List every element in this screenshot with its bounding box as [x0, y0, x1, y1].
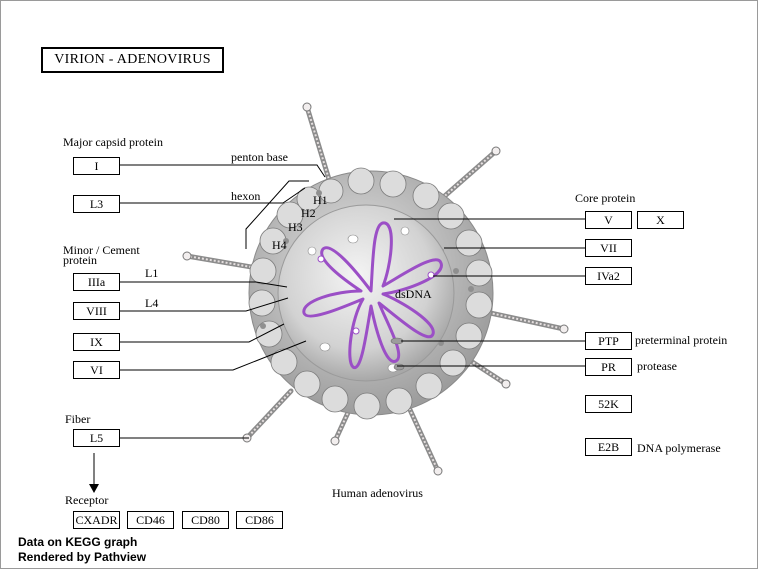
dna-polymerase-label: DNA polymerase [637, 441, 721, 455]
gene-box-52k[interactable]: 52K [585, 395, 632, 413]
hexon-label: hexon [231, 189, 261, 203]
fiber-label: Fiber [65, 412, 91, 426]
receptor-arrowhead [89, 484, 99, 493]
protease-label: protease [637, 359, 677, 373]
gene-box-pr[interactable]: PR [585, 358, 632, 376]
gene-box-viii[interactable]: VIII [73, 302, 120, 320]
gene-box-l3[interactable]: L3 [73, 195, 120, 213]
gene-box-iva2[interactable]: IVa2 [585, 267, 632, 285]
gene-box-iiia[interactable]: IIIa [73, 273, 120, 291]
footer-rendered-by: Rendered by Pathview [18, 550, 147, 564]
penton-base-label: penton base [231, 150, 288, 164]
human-adenovirus-label: Human adenovirus [332, 486, 423, 500]
dsdna-label: dsDNA [395, 287, 432, 301]
gene-box-vii[interactable]: VII [585, 239, 632, 257]
h4-label: H4 [272, 238, 287, 252]
h1-label: H1 [313, 193, 328, 207]
gene-box-cd86[interactable]: CD86 [236, 511, 283, 529]
gene-box-e2b[interactable]: E2B [585, 438, 632, 456]
gene-box-ix[interactable]: IX [73, 333, 120, 351]
pathway-title: VIRION - ADENOVIRUS [41, 47, 224, 73]
h3-label: H3 [288, 220, 303, 234]
gene-box-cd80[interactable]: CD80 [182, 511, 229, 529]
gene-box-vi[interactable]: VI [73, 361, 120, 379]
core-protein-label: Core protein [575, 191, 636, 205]
fiber-knobs [182, 102, 569, 476]
dna-termini [317, 255, 435, 335]
preterminal-protein-label: preterminal protein [635, 333, 728, 347]
h2-label: H2 [301, 206, 316, 220]
gene-box-cxadr[interactable]: CXADR [73, 511, 120, 529]
minor-cement-label-2: protein [63, 253, 97, 267]
l1-label: L1 [145, 266, 159, 280]
gene-box-x[interactable]: X [637, 211, 684, 229]
l4-label: L4 [145, 296, 159, 310]
minor-cement-label: Minor / Cement [63, 243, 140, 257]
gene-box-ptp[interactable]: PTP [585, 332, 632, 350]
dsdna-strand [302, 221, 443, 369]
receptor-label: Receptor [65, 493, 109, 507]
major-capsid-label: Major capsid protein [63, 135, 163, 149]
gene-box-l5[interactable]: L5 [73, 429, 120, 447]
gene-box-v[interactable]: V [585, 211, 632, 229]
gene-box-cd46[interactable]: CD46 [127, 511, 174, 529]
footer-kegg-data: Data on KEGG graph [18, 535, 138, 549]
gene-box-i[interactable]: I [73, 157, 120, 175]
connector-lines [93, 164, 586, 486]
